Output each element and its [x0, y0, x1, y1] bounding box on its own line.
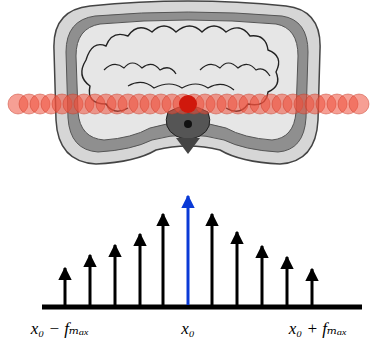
sample-point: [349, 94, 369, 114]
frequency-arrow: [139, 234, 142, 305]
body-outline: [54, 1, 320, 164]
spinal-canal: [184, 120, 192, 128]
frequency-arrow: [162, 214, 165, 305]
frequency-arrow: [286, 257, 289, 305]
frequency-arrow: [311, 269, 314, 305]
axis-label: x₀ + fₘₐₓ: [289, 320, 347, 337]
frequency-arrow: [114, 245, 117, 305]
center-point: [179, 95, 197, 113]
axis-label: x₀ − fₘₐₓ: [31, 320, 89, 337]
muscle-layer: [66, 12, 308, 152]
sample-points: [8, 94, 369, 114]
frequency-arrow: [64, 268, 67, 305]
axis: [42, 305, 362, 310]
frequency-arrow: [89, 255, 92, 305]
spine: [176, 138, 200, 154]
axis-label: x₀: [181, 320, 194, 337]
center-arrow: [187, 196, 190, 305]
abdominal-cavity: [76, 20, 298, 140]
frequency-arrow: [236, 232, 239, 305]
frequency-arrow: [211, 214, 214, 305]
frequency-arrow: [261, 246, 264, 305]
intestine: [104, 63, 270, 90]
